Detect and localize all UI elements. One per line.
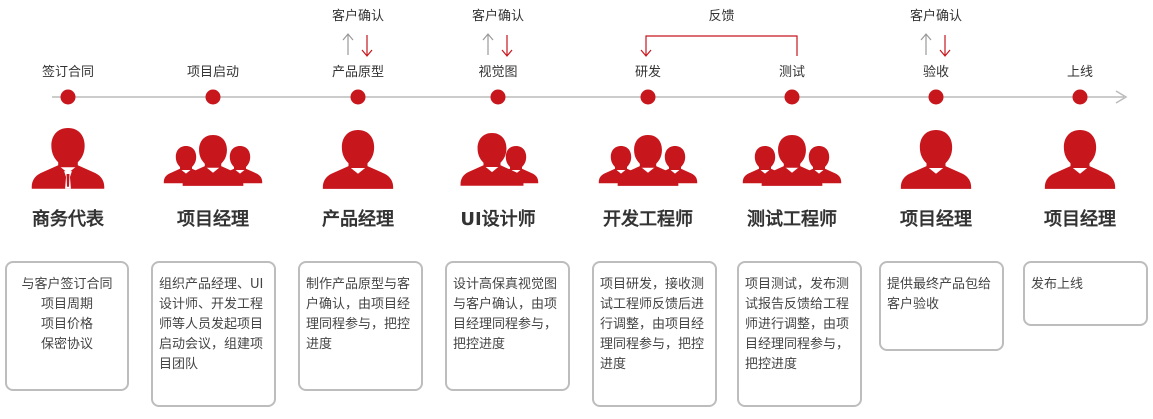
stage-dot — [928, 89, 944, 105]
description-line: 目经理同程参与， — [453, 317, 558, 332]
description-line: 与客户签订合同 — [21, 277, 113, 292]
stage-label: 研发 — [634, 65, 662, 80]
pair-icon — [460, 133, 539, 186]
stage-label: 上线 — [1066, 65, 1094, 80]
description-line: 设计师、开发工程 — [159, 297, 264, 312]
up-arrow-head-icon — [482, 33, 494, 41]
stage-description-box: 组织产品经理、UI 设计师、开发工程师等人员发起项目启动会议，组建项目团队 — [151, 261, 276, 407]
description-line: 发布上线 — [1031, 277, 1084, 292]
customer-confirm-label: 客户确认 — [471, 9, 525, 24]
description-line: 设计高保真视觉图 — [453, 277, 558, 292]
stage-label: 产品原型 — [331, 65, 385, 80]
description-line: 项目周期 — [40, 297, 93, 312]
description-line: 把控进度 — [453, 337, 506, 352]
down-arrow-head-icon — [361, 49, 373, 57]
role-title: UI设计师 — [460, 209, 536, 230]
team-icon — [598, 135, 698, 186]
role-title: 测试工程师 — [747, 209, 837, 230]
description-line: 与客户确认，由项 — [453, 297, 558, 312]
description-line: 启动会议，组建项 — [159, 337, 264, 352]
description-line: 师等人员发起项目 — [159, 317, 264, 332]
stage-description-box: 项目研发，接收测试工程师反馈后进行调整，由项目经理同程参与，把控进度 — [592, 261, 717, 407]
customer-confirm-label: 客户确认 — [331, 9, 385, 24]
person-figure-center — [761, 135, 823, 186]
description-line: 户确认，由项目经 — [306, 297, 411, 312]
stage-label: 测试 — [778, 65, 806, 80]
person-icon — [900, 130, 972, 189]
stage-description-box: 设计高保真视觉图与客户确认，由项目经理同程参与， 把控进度 — [445, 261, 570, 391]
description-line: 目团队 — [159, 357, 199, 372]
team-icon — [742, 135, 842, 186]
description-line: 把控进度 — [745, 357, 798, 372]
stage-dot — [640, 89, 656, 105]
stage-description-box: 项目测试，发布测试报告反馈给工程师进行调整，由项目经理同程参与， 把控进度 — [737, 261, 862, 407]
description-line: 行调整，由项目经 — [600, 317, 705, 332]
description-line: 进度 — [306, 337, 333, 352]
stage-dot — [350, 89, 366, 105]
description-line: 目经理同程参与， — [745, 337, 850, 352]
customer-confirm-label: 客户确认 — [909, 9, 963, 24]
timeline-arrow-icon — [1115, 90, 1128, 104]
description-line: 客户验收 — [887, 297, 940, 312]
stage-dot — [1072, 89, 1088, 105]
team-icon — [163, 135, 263, 186]
description-line: 试报告反馈给工程 — [745, 297, 850, 312]
person-figure — [31, 128, 105, 189]
description-line: 理同程参与，把控 — [600, 337, 705, 352]
description-line: 项目测试，发布测 — [745, 277, 850, 292]
stage-description-box: 制作产品原型与客户确认，由项目经理同程参与，把控进度 — [298, 261, 423, 391]
role-title: 产品经理 — [322, 209, 394, 230]
description-line: 试工程师反馈后进 — [600, 297, 705, 312]
role-title: 商务代表 — [32, 209, 104, 230]
down-arrow-head-icon — [501, 49, 513, 57]
feedback-label: 反馈 — [708, 9, 735, 24]
person-figure-center — [617, 135, 679, 186]
person-icon — [1044, 130, 1116, 189]
description-line: 理同程参与，把控 — [306, 317, 411, 332]
stage-dot — [205, 89, 221, 105]
role-title: 开发工程师 — [603, 209, 693, 230]
description-line: 组织产品经理、UI — [159, 277, 264, 292]
stage-label: 签订合同 — [41, 65, 95, 80]
description-line: 保密协议 — [40, 337, 93, 352]
person-with-tie-icon — [31, 128, 105, 189]
stage-label: 项目启动 — [186, 65, 240, 80]
stage-dot — [60, 89, 76, 105]
stage-description-box: 发布上线 — [1023, 261, 1148, 326]
description-line: 进度 — [600, 357, 627, 372]
up-arrow-head-icon — [342, 33, 354, 41]
person-figure — [900, 130, 972, 189]
role-title: 项目经理 — [1044, 209, 1116, 230]
up-arrow-head-icon — [920, 33, 932, 41]
stage-description-box: 与客户签订合同项目周期项目价格保密协议 — [5, 261, 129, 391]
stage-label: 验收 — [922, 65, 950, 80]
person-figure-front — [460, 133, 524, 186]
description-line: 项目研发，接收测 — [600, 277, 705, 292]
stage-dot — [490, 89, 506, 105]
role-title: 项目经理 — [177, 209, 249, 230]
role-title: 项目经理 — [900, 209, 972, 230]
stage-label: 视觉图 — [478, 65, 518, 80]
description-line: 制作产品原型与客 — [306, 277, 411, 292]
down-arrow-head-icon — [939, 49, 951, 57]
description-line: 项目价格 — [40, 317, 93, 332]
stage-description-box: 提供最终产品包给客户验收 — [879, 261, 1004, 351]
stage-dot — [784, 89, 800, 105]
description-line: 师进行调整，由项 — [745, 317, 850, 332]
feedback-arrow-icon — [640, 49, 652, 57]
feedback-bracket — [645, 35, 798, 56]
description-line: 提供最终产品包给 — [887, 277, 992, 292]
person-figure-center — [182, 135, 244, 186]
person-figure — [322, 130, 394, 189]
person-figure — [1044, 130, 1116, 189]
person-icon — [322, 130, 394, 189]
